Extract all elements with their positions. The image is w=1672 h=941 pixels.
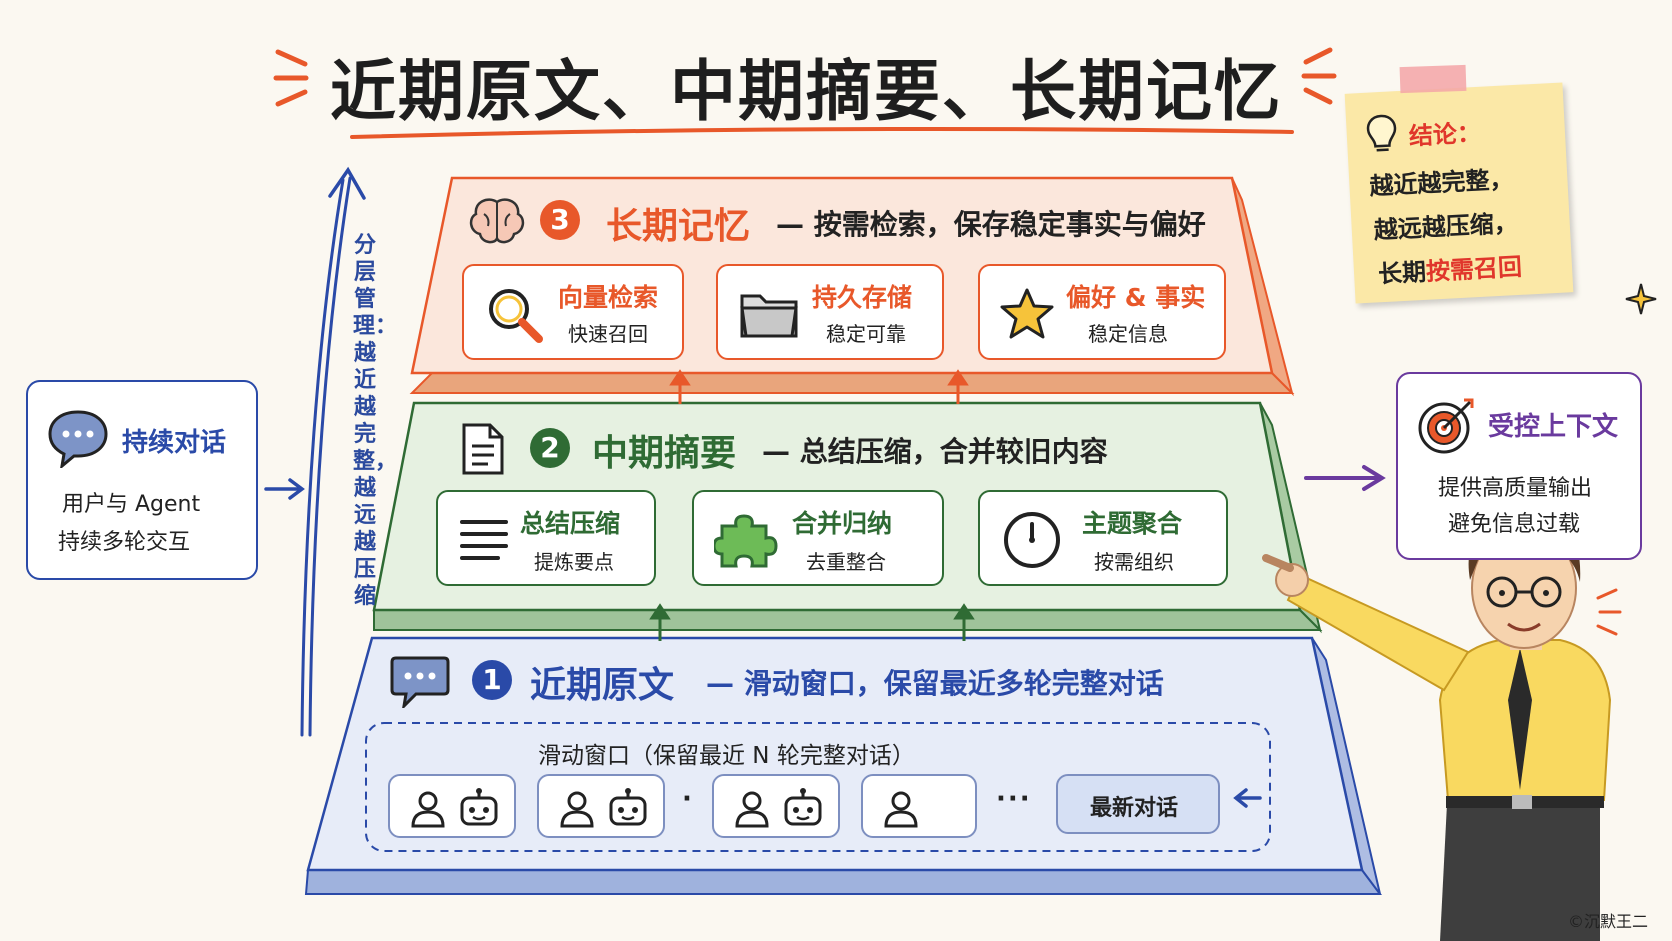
title-accent-left <box>273 49 309 107</box>
card-title: 合并归纳 <box>792 509 893 538</box>
title-accent-right <box>1301 47 1337 105</box>
conclusion-heading: 结论： <box>1408 118 1482 151</box>
document-icon <box>460 422 506 480</box>
layer2-title: 中期摘要 <box>592 433 737 474</box>
title-underline <box>350 126 1294 139</box>
conclusion-line1: 越近越完整， <box>1368 165 1515 201</box>
turn-card <box>388 774 516 838</box>
user-icon <box>560 791 594 828</box>
magnifier-icon <box>489 289 543 343</box>
continuous-dialogue-line1: 用户与 Agent <box>62 492 201 517</box>
hierarchy-arrow <box>300 166 366 737</box>
card-title: 主题聚合 <box>1082 509 1183 538</box>
folder-icon <box>740 294 798 338</box>
turn-card <box>537 774 665 838</box>
controlled-context-line2: 避免信息过载 <box>1448 512 1581 537</box>
latest-turn-label: 最新对话 <box>1090 796 1179 821</box>
copyright: ©沉默王二 <box>1568 912 1649 931</box>
sliding-window-frame <box>365 722 1271 852</box>
arrows-layer2-to-layer3 <box>669 369 969 404</box>
controlled-context-line1: 提供高质量输出 <box>1438 476 1593 501</box>
hierarchy-label: 分层管理：越近越完整，越远越压缩 <box>353 233 398 609</box>
card-subtitle: 按需组织 <box>1094 550 1174 574</box>
layer3-number-badge: 3 <box>540 200 580 240</box>
card-merge: 合并归纳 去重整合 <box>692 490 944 586</box>
controlled-context-box: 受控上下文 提供高质量输出 避免信息过载 <box>1396 372 1642 560</box>
continuous-dialogue-box: 持续对话 用户与 Agent 持续多轮交互 <box>26 380 258 580</box>
card-title: 持久存储 <box>812 283 913 312</box>
card-vector-search: 向量检索 快速召回 <box>462 264 684 360</box>
card-title: 总结压缩 <box>520 509 621 538</box>
card-subtitle: 稳定可靠 <box>826 322 906 346</box>
arrow-icon <box>1232 786 1262 814</box>
layer2-description: — 总结压缩，合并较旧内容 <box>762 435 1108 468</box>
arrow-into-stack <box>264 478 305 500</box>
star-icon <box>1000 288 1054 339</box>
layer1-description: — 滑动窗口，保留最近多轮完整对话 <box>706 667 1164 700</box>
card-persistent-storage: 持久存储 稳定可靠 <box>716 264 944 360</box>
conclusion-line3: 长期按需召回 <box>1377 252 1523 289</box>
continuous-dialogue-title: 持续对话 <box>122 428 227 458</box>
turn-card <box>712 774 840 838</box>
page-title: 近期原文、中期摘要、长期记忆 <box>330 53 1282 130</box>
conclusion-note: 结论： 越近越完整， 越远越压缩， 长期按需召回 <box>1344 82 1574 304</box>
card-subtitle: 去重整合 <box>806 550 886 574</box>
list-icon <box>460 520 508 560</box>
layer3-description: — 按需检索，保存稳定事实与偏好 <box>776 208 1206 241</box>
user-icon <box>735 791 769 828</box>
card-subtitle: 稳定信息 <box>1088 322 1168 346</box>
controlled-context-title: 受控上下文 <box>1488 412 1619 442</box>
puzzle-icon <box>714 514 778 568</box>
layer1-number-badge: 1 <box>472 660 512 700</box>
conclusion-line2: 越远越压缩， <box>1373 208 1519 245</box>
target-icon <box>1418 398 1474 454</box>
card-summarize: 总结压缩 提炼要点 <box>436 490 656 586</box>
latest-turn: 最新对话 <box>1056 774 1220 834</box>
card-title: 偏好 & 事实 <box>1066 283 1206 312</box>
layer1-title: 近期原文 <box>530 665 675 706</box>
ellipsis: ··· <box>996 784 1032 814</box>
clock-icon <box>1004 512 1060 568</box>
robot-icon <box>609 788 647 826</box>
card-preferences-facts: 偏好 & 事实 稳定信息 <box>978 264 1226 360</box>
brain-icon <box>468 196 526 250</box>
note-tape <box>1399 64 1467 94</box>
arrow-to-context <box>1304 465 1386 491</box>
card-title: 向量检索 <box>558 283 659 312</box>
turn-card-partial <box>861 774 977 838</box>
user-icon <box>884 791 918 828</box>
continuous-dialogue-line2: 持续多轮交互 <box>58 530 191 555</box>
separator-dot: · <box>682 784 692 814</box>
chat-bubble-icon <box>48 410 108 468</box>
chat-bubble-icon <box>390 652 450 712</box>
sparkle-icon <box>1624 282 1658 320</box>
user-icon <box>411 791 445 828</box>
card-topic-clustering: 主题聚合 按需组织 <box>978 490 1228 586</box>
card-subtitle: 提炼要点 <box>534 550 614 574</box>
arrows-layer1-to-layer2 <box>649 603 975 641</box>
sliding-window-label: 滑动窗口（保留最近 N 轮完整对话） <box>538 743 915 769</box>
robot-icon <box>460 788 498 826</box>
layer2-number-badge: 2 <box>530 428 570 468</box>
card-subtitle: 快速召回 <box>568 322 648 346</box>
robot-icon <box>784 788 822 826</box>
layer3-title: 长期记忆 <box>606 206 751 247</box>
lightbulb-icon <box>1366 114 1397 152</box>
